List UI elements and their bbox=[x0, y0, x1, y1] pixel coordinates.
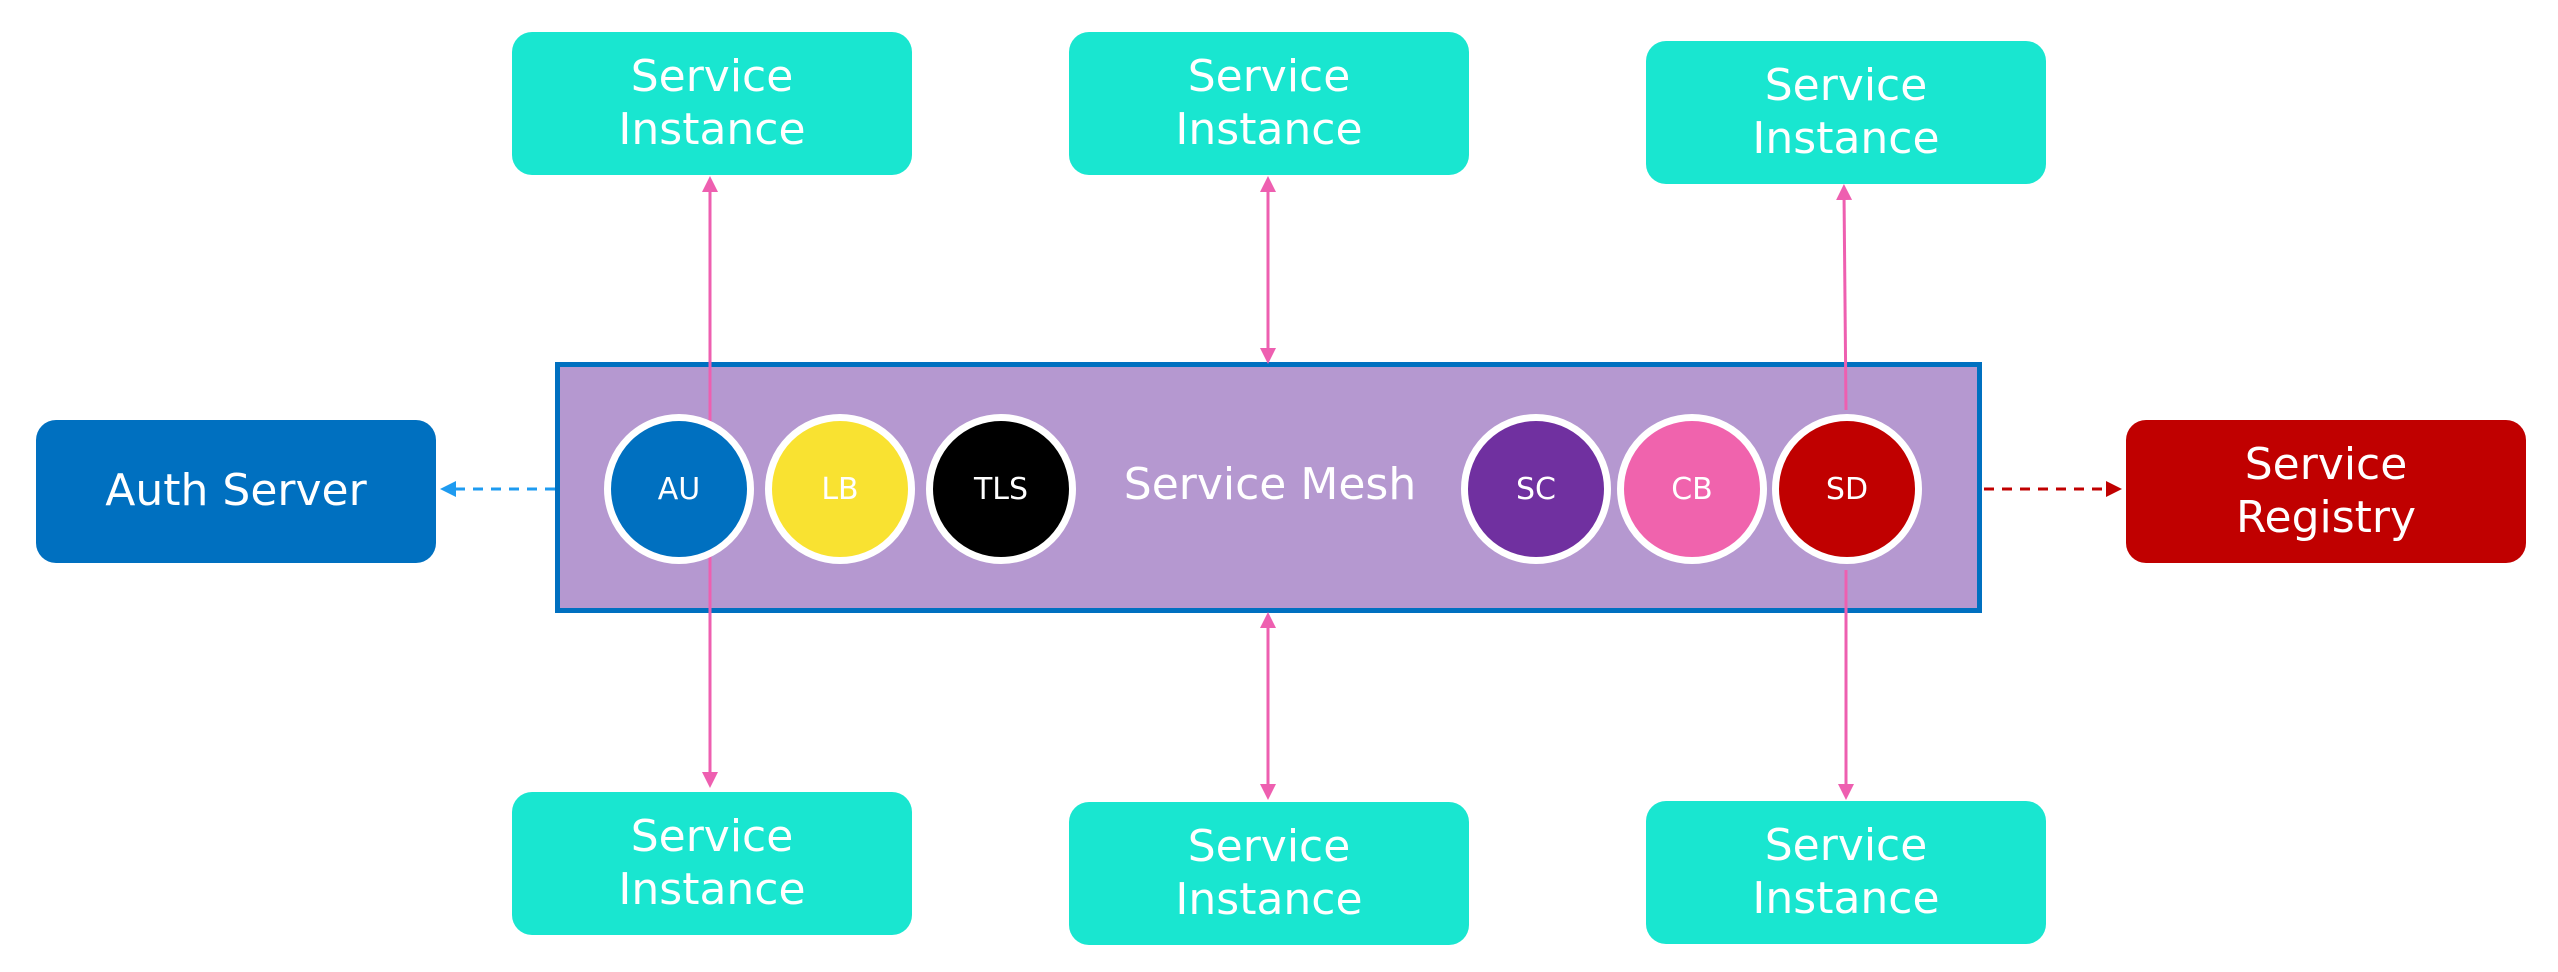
au-label: AU bbox=[657, 471, 701, 507]
service-instance-top-left: Service Instance bbox=[512, 32, 912, 175]
service-instance-label: Service Instance bbox=[1752, 819, 1940, 924]
service-instance-label: Service Instance bbox=[618, 50, 806, 155]
connector-sd-top bbox=[1836, 184, 1853, 411]
cb-label: CB bbox=[1671, 471, 1713, 507]
lb-circle: LB bbox=[765, 414, 915, 564]
service-instance-label: Service Instance bbox=[618, 810, 806, 915]
service-registry-label: Service Registry bbox=[2235, 438, 2417, 543]
lb-label: LB bbox=[821, 471, 859, 507]
service-instance-bottom-left: Service Instance bbox=[512, 792, 912, 935]
sc-label: SC bbox=[1516, 471, 1556, 507]
service-instance-top-center: Service Instance bbox=[1069, 32, 1469, 175]
au-circle: AU bbox=[604, 414, 754, 564]
cb-circle: CB bbox=[1617, 414, 1767, 564]
tls-circle: TLS bbox=[926, 414, 1076, 564]
service-instance-label: Service Instance bbox=[1175, 820, 1363, 925]
service-instance-label: Service Instance bbox=[1752, 59, 1940, 164]
service-instance-top-right: Service Instance bbox=[1646, 41, 2046, 184]
service-registry-box: Service Registry bbox=[2126, 420, 2526, 563]
auth-server-label: Auth Server bbox=[105, 465, 367, 517]
tls-label: TLS bbox=[973, 471, 1029, 507]
auth-server-box: Auth Server bbox=[36, 420, 436, 563]
service-mesh-label: Service Mesh bbox=[1123, 459, 1417, 510]
service-instance-label: Service Instance bbox=[1175, 50, 1363, 155]
sc-circle: SC bbox=[1461, 414, 1611, 564]
service-instance-bottom-right: Service Instance bbox=[1646, 801, 2046, 944]
sd-label: SD bbox=[1825, 471, 1869, 507]
service-instance-bottom-center: Service Instance bbox=[1069, 802, 1469, 945]
sd-circle: SD bbox=[1772, 414, 1922, 564]
